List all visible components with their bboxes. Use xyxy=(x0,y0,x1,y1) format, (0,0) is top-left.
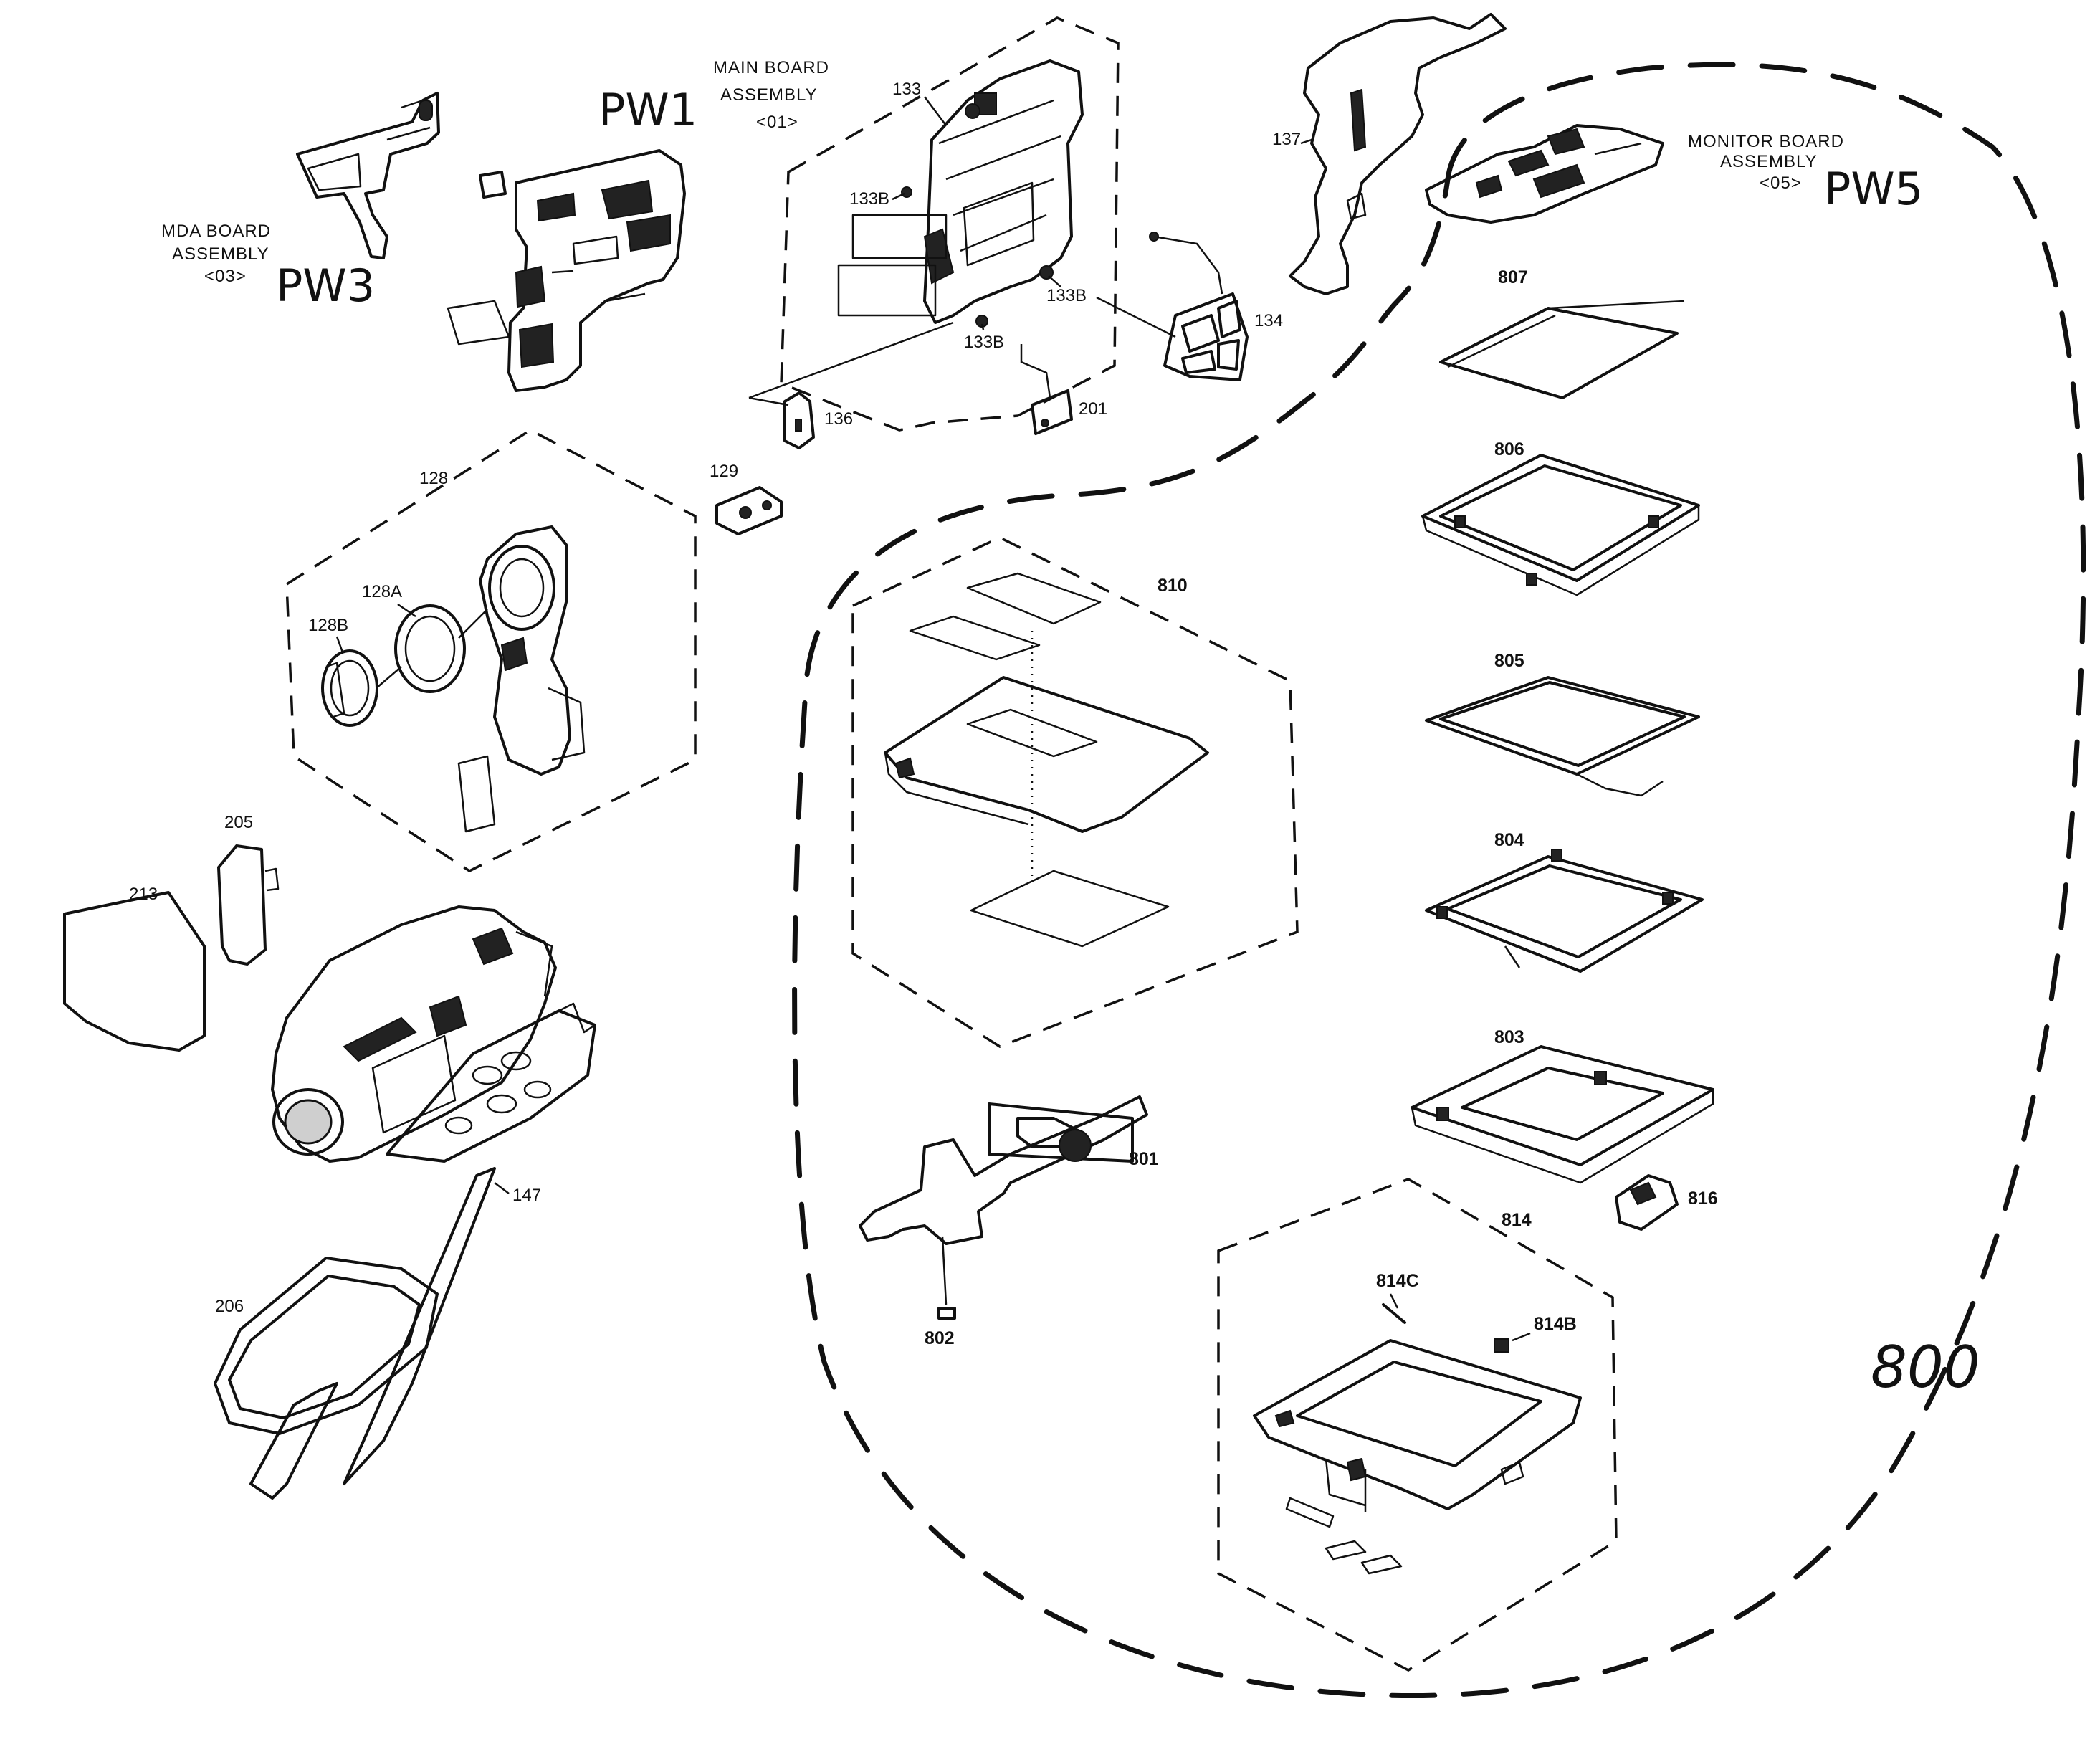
part-814b xyxy=(1494,1338,1509,1353)
part-213-sheet xyxy=(63,891,206,1052)
label-810: 810 xyxy=(1158,576,1188,596)
label-129: 129 xyxy=(710,462,738,481)
label-133b-bottom: 133B xyxy=(964,333,1004,352)
part-205 xyxy=(217,844,280,966)
label-206: 206 xyxy=(215,1297,244,1316)
mda-board-handwritten-label: PW3 xyxy=(276,259,375,312)
label-134: 134 xyxy=(1254,311,1283,330)
label-133: 133 xyxy=(892,80,921,99)
main-board-label-line1: MAIN BOARD xyxy=(713,58,829,77)
mda-board-label-line1: MDA BOARD xyxy=(161,221,271,241)
pw1-handwritten-label: PW1 xyxy=(598,84,697,136)
main-board-133 xyxy=(837,59,1084,324)
mda-board-label-line2: ASSEMBLY xyxy=(172,244,269,264)
part-805-lcd xyxy=(1425,676,1700,797)
monitor-board-label-line1: MONITOR BOARD xyxy=(1688,132,1844,151)
part-136 xyxy=(783,391,815,449)
part-129 xyxy=(715,486,783,535)
label-128a: 128A xyxy=(362,582,402,601)
part-128b-ring xyxy=(321,649,402,727)
label-201: 201 xyxy=(1079,399,1107,419)
part-810-backlight xyxy=(884,572,1209,948)
camcorder-body xyxy=(271,905,596,1163)
monitor-board xyxy=(1425,124,1664,224)
monitor-board-label-line2: ASSEMBLY xyxy=(1720,152,1818,171)
label-804: 804 xyxy=(1494,830,1524,850)
part-201 xyxy=(1031,389,1073,435)
label-133b-left: 133B xyxy=(849,189,889,209)
part-814c-spring xyxy=(1382,1303,1406,1324)
label-137: 137 xyxy=(1272,130,1301,149)
part-137-housing xyxy=(1289,13,1507,295)
main-board-group-outline xyxy=(780,16,1120,432)
part-814-group-outline xyxy=(1217,1178,1618,1672)
label-814: 814 xyxy=(1502,1210,1532,1230)
part-134-bracket xyxy=(1149,232,1249,381)
part-814-chassis xyxy=(1253,1339,1582,1575)
label-133b-right: 133B xyxy=(1046,286,1087,305)
main-board-label-code: <01> xyxy=(756,113,798,132)
label-128: 128 xyxy=(419,469,448,488)
part-206-handstrap xyxy=(214,1257,439,1500)
label-205: 205 xyxy=(224,813,253,832)
label-128b: 128B xyxy=(308,616,348,635)
monitor-board-label-code: <05> xyxy=(1760,173,1802,193)
part-816 xyxy=(1615,1174,1679,1231)
part-147-strap xyxy=(343,1167,510,1485)
label-147: 147 xyxy=(512,1186,541,1205)
label-803: 803 xyxy=(1494,1027,1524,1047)
label-806: 806 xyxy=(1494,439,1524,459)
label-213: 213 xyxy=(129,885,158,904)
pw5-handwritten-label: PW5 xyxy=(1824,163,1923,215)
label-814c: 814C xyxy=(1376,1271,1419,1291)
mda-board-assembly xyxy=(296,92,440,259)
label-802: 802 xyxy=(925,1328,955,1348)
main-board-label-line2: ASSEMBLY xyxy=(720,85,818,105)
label-814b: 814B xyxy=(1534,1314,1577,1334)
part-802 xyxy=(937,1307,956,1320)
label-807: 807 xyxy=(1498,267,1528,287)
part-803-frame xyxy=(1411,1045,1714,1184)
mda-board-label-code: <03> xyxy=(204,267,247,286)
part-806-frame xyxy=(1421,454,1700,596)
monitor-group-800-outline xyxy=(792,62,2086,1699)
part-807-sheet xyxy=(1439,300,1685,399)
label-805: 805 xyxy=(1494,651,1524,671)
label-801: 801 xyxy=(1129,1149,1159,1169)
label-816: 816 xyxy=(1688,1188,1718,1209)
part-128a-ring xyxy=(394,604,488,693)
part-128-housing xyxy=(457,525,586,833)
part-810-group-outline xyxy=(851,536,1299,1048)
part-801-inverter xyxy=(859,1095,1148,1245)
label-136: 136 xyxy=(824,409,853,429)
group-800-handwritten-label: 800 xyxy=(1871,1334,1980,1401)
pw1-board xyxy=(447,149,686,392)
part-804-frame xyxy=(1425,849,1704,973)
